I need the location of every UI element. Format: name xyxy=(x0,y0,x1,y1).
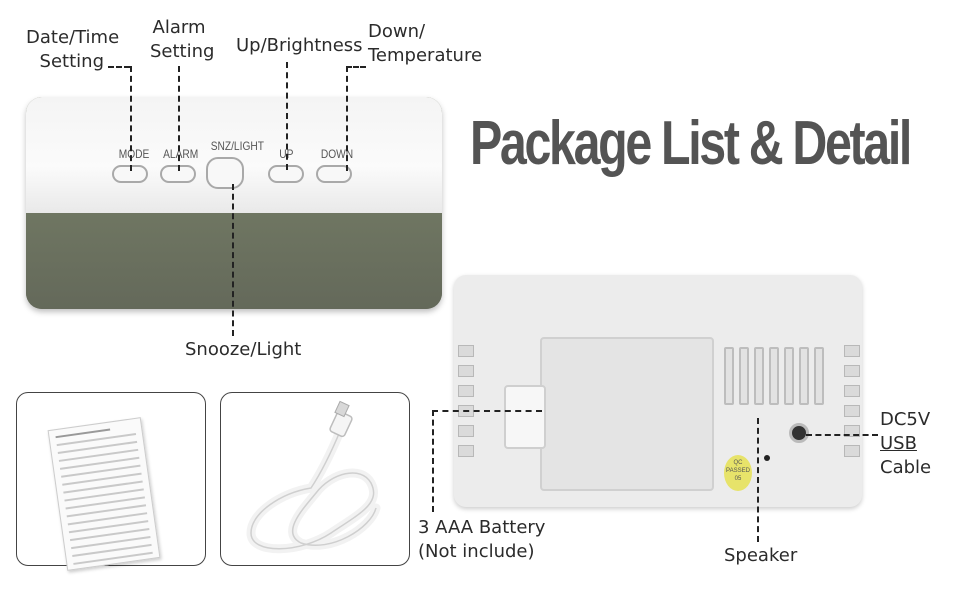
down-button-label: DOWN xyxy=(320,147,354,161)
snz-light-button xyxy=(206,157,244,189)
side-vent xyxy=(844,405,860,417)
usb-text: USB xyxy=(880,433,917,454)
up-brightness-label: Up/Brightness xyxy=(236,35,363,56)
speaker-vent xyxy=(724,347,734,405)
dc5v-label: DC5V xyxy=(880,409,931,430)
battery-leader-h xyxy=(432,410,542,412)
battery-compartment xyxy=(540,337,714,491)
date-time-label: Date/Time xyxy=(26,27,120,48)
qc-number-text: 05 xyxy=(734,476,742,482)
down-callout: Down/ Temperature xyxy=(368,20,482,68)
side-vent xyxy=(844,345,860,357)
qc-passed-text: PASSED xyxy=(726,468,750,474)
speaker-vent xyxy=(739,347,749,405)
alarm-label: Alarm xyxy=(152,17,206,38)
dc-port xyxy=(789,423,809,443)
side-vent xyxy=(458,445,474,457)
date-time-callout: Date/Time Setting xyxy=(26,26,120,74)
speaker-vent xyxy=(754,347,764,405)
usb-cable-image xyxy=(246,400,381,554)
speaker-vent xyxy=(769,347,779,405)
speaker-hole xyxy=(764,455,770,461)
speaker-leader xyxy=(757,418,759,542)
user-manual-image xyxy=(47,417,161,571)
qc-text: QC xyxy=(733,460,743,466)
snooze-leader xyxy=(232,184,234,336)
temperature-label: Temperature xyxy=(368,45,483,66)
alarm-button-label: ALARM xyxy=(163,147,199,161)
side-vent xyxy=(844,445,860,457)
side-vent xyxy=(844,365,860,377)
dc-port-leader xyxy=(806,434,878,436)
down-leader-v xyxy=(346,66,348,171)
side-vent xyxy=(458,425,474,437)
usb-cable-box xyxy=(220,392,410,566)
clock-front-image: MODE ALARM SNZ/LIGHT UP DOWN xyxy=(26,97,442,309)
not-include-label: (Not include) xyxy=(418,541,535,562)
side-vent xyxy=(844,385,860,397)
speaker-vent xyxy=(799,347,809,405)
date-time-leader-v xyxy=(130,66,132,171)
down-label: Down/ xyxy=(368,21,426,42)
clock-back-image: QC PASSED 05 xyxy=(454,275,862,507)
setting-label: Setting xyxy=(39,51,104,72)
down-button xyxy=(316,165,352,183)
date-time-leader-h xyxy=(108,66,130,68)
battery-door-clip xyxy=(504,385,546,449)
battery-leader-v xyxy=(432,410,434,512)
qc-passed-sticker: QC PASSED 05 xyxy=(724,455,752,491)
snz-light-button-label: SNZ/LIGHT xyxy=(210,139,264,153)
clock-display-screen xyxy=(26,213,442,309)
side-vent xyxy=(458,345,474,357)
speaker-vent xyxy=(784,347,794,405)
speaker-vent xyxy=(814,347,824,405)
clock-top-panel xyxy=(26,97,442,213)
usb-cable-label: USB Cable xyxy=(880,432,970,480)
down-leader-h xyxy=(346,66,366,68)
up-leader xyxy=(286,62,288,170)
alarm-callout: Alarm Setting xyxy=(150,16,215,64)
battery-label: 3 AAA Battery xyxy=(418,517,546,538)
page-title: Package List & Detail xyxy=(470,109,912,178)
mode-button-label: MODE xyxy=(118,147,150,161)
speaker-label: Speaker xyxy=(724,545,798,566)
side-vent xyxy=(458,385,474,397)
alarm-setting-label: Setting xyxy=(150,41,215,62)
dc5v-callout: DC5V USB Cable xyxy=(880,408,970,480)
battery-callout: 3 AAA Battery (Not include) xyxy=(418,516,545,564)
cable-text: Cable xyxy=(880,457,932,478)
alarm-leader xyxy=(178,66,180,171)
manual-box xyxy=(16,392,206,571)
side-vent xyxy=(458,365,474,377)
snooze-light-label: Snooze/Light xyxy=(185,339,302,360)
